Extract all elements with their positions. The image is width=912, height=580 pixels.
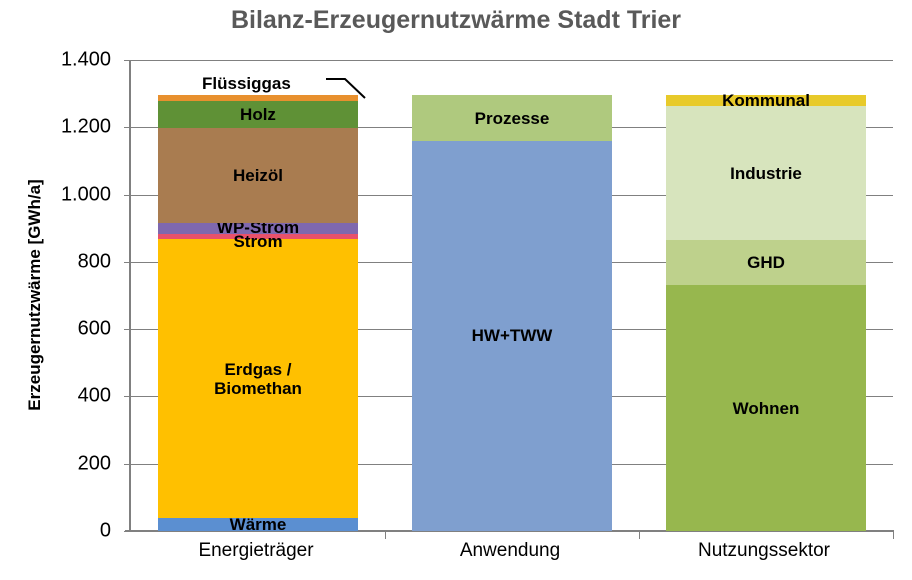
y-axis-tick: [124, 261, 131, 263]
y-axis-tick-label: 1.200: [60, 115, 111, 138]
bar-segment-wohnen[interactable]: Wohnen: [666, 285, 866, 531]
x-axis-separator: [385, 530, 386, 539]
fluessiggas-callout-label: Flüssiggas: [202, 74, 291, 93]
y-axis-tick: [124, 127, 131, 129]
y-axis-tick-label: 400: [77, 384, 111, 407]
y-axis-tick: [124, 60, 131, 61]
y-axis-tick-label: 0: [99, 519, 111, 542]
y-axis-tick-label: 1.000: [60, 183, 111, 206]
bar-segment-label: GHD: [747, 253, 785, 273]
bar-segment-kommunal[interactable]: Kommunal: [666, 91, 866, 110]
x-axis-line: [125, 530, 893, 532]
y-axis-tick: [124, 531, 131, 532]
x-axis-category-label: Energieträger: [198, 540, 314, 561]
y-axis-tick-label: 200: [77, 452, 111, 475]
y-axis-tick: [124, 194, 131, 196]
y-axis-tick-labels: 1.400 1.200 1.000 800 600 400 200 0: [0, 49, 121, 542]
bar-segment-erdgas-biomethan[interactable]: Erdgas / Biomethan: [158, 238, 358, 519]
x-axis-separator: [893, 530, 894, 539]
bar-segment-industrie[interactable]: Industrie: [666, 106, 866, 241]
chart-title: Bilanz-Erzeugernutzwärme Stadt Trier: [230, 6, 682, 34]
bar-segment-wärme[interactable]: Wärme: [158, 515, 358, 534]
y-axis-tick: [124, 463, 131, 465]
x-axis-category-label: Nutzungssektor: [697, 540, 830, 561]
bar-segment-label: Erdgas / Biomethan: [214, 359, 302, 398]
bar-anwendung[interactable]: HW+TWW Prozesse: [412, 60, 612, 531]
bar-segment-label: Industrie: [730, 163, 802, 183]
y-axis-tick-label: 1.400: [60, 48, 111, 71]
x-axis-separator: [639, 530, 640, 539]
bar-segment-label: Holz: [240, 105, 276, 125]
bar-segment-label: Heizöl: [232, 166, 284, 186]
y-axis-tick-label: 600: [77, 317, 111, 340]
bar-segment-wp-strom[interactable]: WP-Strom: [158, 218, 358, 237]
bar-segment-label: Prozesse: [474, 108, 550, 128]
bar-segment-label: Wohnen: [732, 398, 800, 418]
bar-segment-strom[interactable]: Strom: [158, 232, 358, 251]
bar-segment-label: HW+TWW: [471, 326, 553, 346]
bar-segment-prozesse[interactable]: Prozesse: [412, 95, 612, 141]
bar-segment-ghd[interactable]: GHD: [666, 240, 866, 286]
bar-segment-heizöl[interactable]: Heizöl: [158, 128, 358, 223]
y-axis-tick-label: 800: [77, 250, 111, 273]
x-axis-category-labels: Energieträger Anwendung Nutzungssektor: [129, 540, 891, 574]
x-axis-category-label: Anwendung: [459, 540, 561, 561]
bar-segment-flüssiggas[interactable]: [158, 95, 358, 102]
bar-nutzungssektor[interactable]: Wohnen GHD Industrie Kommunal: [666, 60, 866, 531]
gridline: [131, 60, 893, 61]
bar-segment-holz[interactable]: Holz: [158, 101, 358, 129]
y-axis-tick: [124, 329, 131, 331]
y-axis-tick: [124, 396, 131, 398]
bar-segment-hw+tww[interactable]: HW+TWW: [412, 140, 612, 531]
